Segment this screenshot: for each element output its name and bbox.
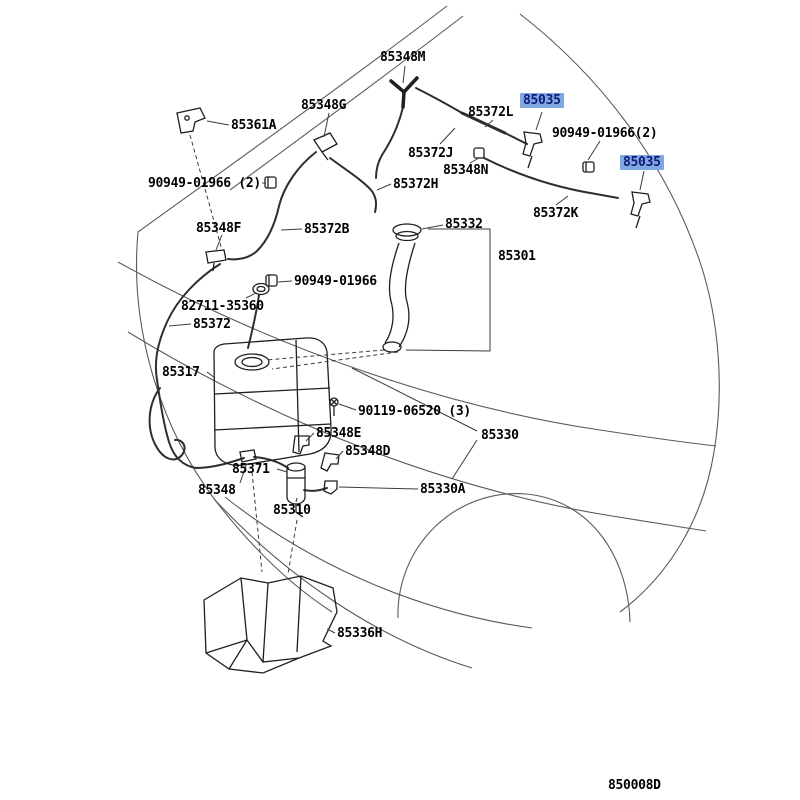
bracket-85330-lower <box>451 439 478 480</box>
tube-85372k <box>483 157 619 199</box>
part-label-highlighted[interactable]: 85035 <box>620 155 664 170</box>
part-label[interactable]: 85348E <box>316 426 362 441</box>
part-label[interactable]: 85361A <box>231 118 277 133</box>
part-label[interactable]: 85330A <box>420 482 466 497</box>
connector-85348e-icon <box>292 435 310 455</box>
hose-y-to-tube <box>415 87 463 114</box>
part-label[interactable]: 85372J <box>408 146 454 161</box>
part-label[interactable]: 90119-06520 (3) <box>358 404 471 419</box>
clip-middle-icon <box>265 274 278 287</box>
part-label[interactable]: 85372K <box>533 206 579 221</box>
part-label[interactable]: 85332 <box>445 217 483 232</box>
filler-cap-85332-icon <box>392 223 422 242</box>
part-label[interactable]: 85330 <box>481 428 519 443</box>
part-label[interactable]: 85348M <box>380 50 426 65</box>
part-label[interactable]: 85317 <box>162 365 200 380</box>
washer-hoses <box>148 87 619 492</box>
part-label[interactable]: 90949-01966(2) <box>552 126 658 141</box>
clip-right-icon <box>582 161 595 173</box>
part-label[interactable]: 85372H <box>393 177 439 192</box>
diagram-code: 850008D <box>608 778 661 793</box>
connector-85348-icon <box>239 449 257 463</box>
hose-pump-outlet <box>303 487 328 492</box>
bracket-85330-upper <box>351 367 478 432</box>
bracket-85301 <box>405 228 491 352</box>
part-label[interactable]: 85301 <box>498 249 536 264</box>
dashed-assembly-lines <box>189 134 399 575</box>
hose-y-down <box>375 106 404 179</box>
tube-85372l <box>460 111 507 135</box>
part-label-highlighted[interactable]: 85035 <box>520 93 564 108</box>
y-connector-icon <box>389 76 419 109</box>
part-label[interactable]: 82711-35360 <box>181 299 264 314</box>
hose-85372b <box>227 151 317 261</box>
hose-coil <box>148 387 186 461</box>
washer-tank-icon <box>213 337 332 466</box>
leader-lines <box>168 65 645 634</box>
part-label[interactable]: 85348F <box>196 221 242 236</box>
grommet-82711-icon <box>252 282 270 296</box>
part-label[interactable]: 85348 <box>198 483 236 498</box>
filler-neck-85301-icon <box>382 242 416 353</box>
part-label[interactable]: 85371 <box>232 462 270 477</box>
hose-85372-main <box>154 263 221 469</box>
washer-nozzle-left-icon <box>522 131 543 169</box>
hose-85372h <box>329 157 377 213</box>
hose-grommet-to-tank <box>247 294 260 349</box>
washer-nozzle-right-icon <box>630 191 651 229</box>
part-label[interactable]: 85372L <box>468 105 514 120</box>
part-label[interactable]: 85372 <box>193 317 231 332</box>
joint-85330a-icon <box>323 480 338 495</box>
bracket-85361a-icon <box>176 107 206 134</box>
part-label[interactable]: 85336H <box>337 626 383 641</box>
connector-85348f-icon <box>205 249 227 272</box>
part-label[interactable]: 85348D <box>345 444 391 459</box>
small-parts <box>176 76 651 495</box>
part-label[interactable]: 90949-01966 <box>294 274 377 289</box>
part-label[interactable]: 85372B <box>304 222 350 237</box>
washer-pump-icon <box>286 462 306 518</box>
part-label[interactable]: 85310 <box>273 503 311 518</box>
part-label[interactable]: 85348N <box>443 163 489 178</box>
deflector-shield-icon <box>203 575 338 674</box>
part-label[interactable]: 85348G <box>301 98 347 113</box>
part-label[interactable]: 90949-01966 (2) <box>148 176 261 191</box>
